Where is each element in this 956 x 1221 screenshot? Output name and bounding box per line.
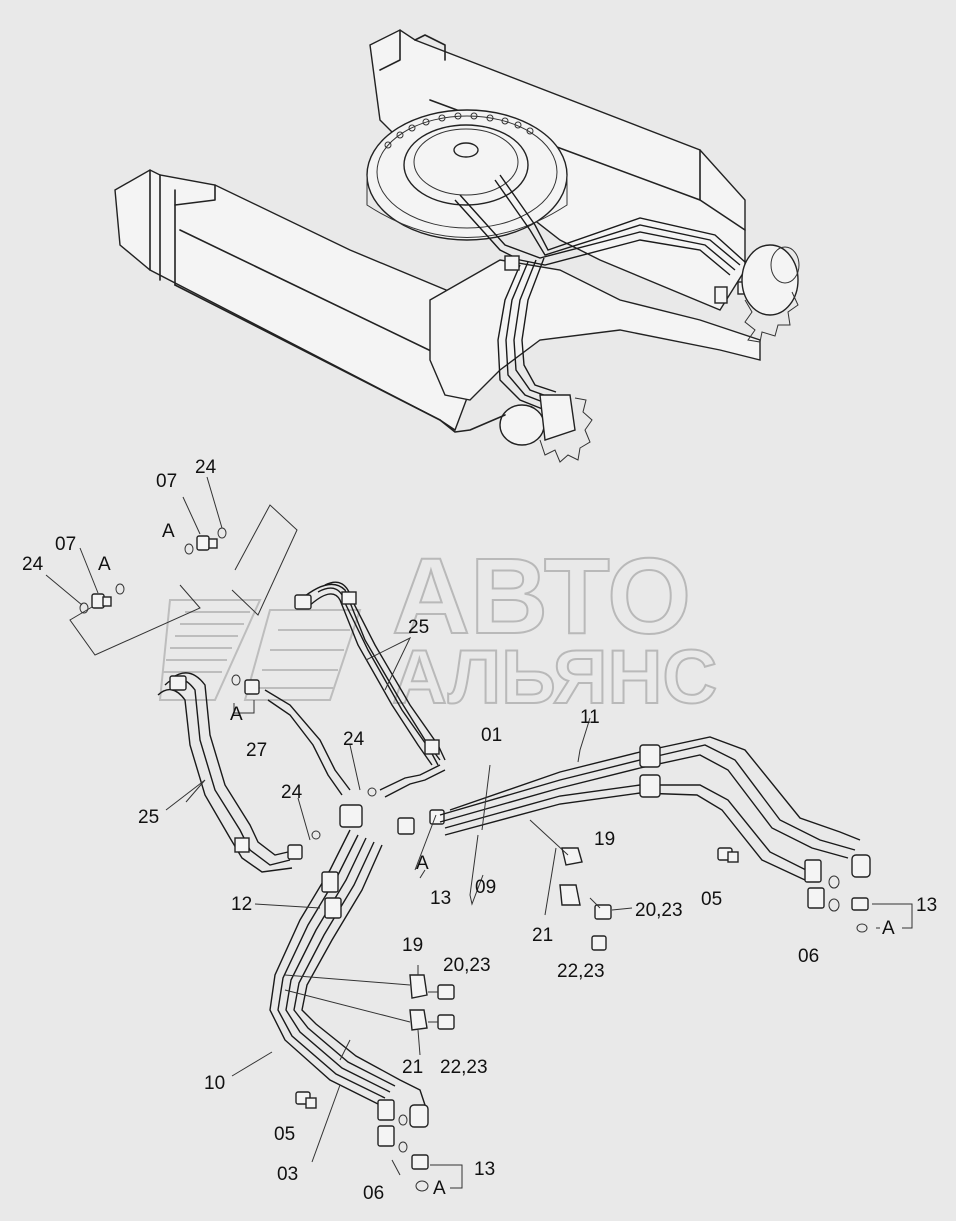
left-motor bbox=[499, 404, 545, 446]
label-01: 01 bbox=[481, 725, 502, 746]
right-motor bbox=[741, 244, 799, 316]
center-manifold bbox=[339, 804, 363, 828]
label-07: 07 bbox=[55, 534, 76, 555]
label-06: 06 bbox=[363, 1183, 384, 1204]
label-21: 21 bbox=[532, 925, 553, 946]
watermark: АВТО АЛЬЯНС bbox=[158, 534, 718, 721]
label-09: 09 bbox=[475, 877, 496, 898]
label-A: A bbox=[230, 704, 243, 725]
label-13: 13 bbox=[430, 888, 451, 909]
label-19: 19 bbox=[594, 829, 615, 850]
piping-assembly bbox=[45, 476, 913, 1192]
label-A: A bbox=[433, 1178, 446, 1199]
label-25: 25 bbox=[138, 807, 159, 828]
fitting-07-upper bbox=[182, 476, 227, 555]
label-21: 21 bbox=[402, 1057, 423, 1078]
label-20-23: 20,23 bbox=[635, 900, 683, 921]
label-24: 24 bbox=[22, 554, 44, 575]
label-05: 05 bbox=[701, 889, 722, 910]
label-24: 24 bbox=[343, 729, 365, 750]
label-19: 19 bbox=[402, 935, 423, 956]
watermark-logo-mark bbox=[158, 599, 362, 701]
label-22-23: 22,23 bbox=[440, 1057, 488, 1078]
label-12: 12 bbox=[231, 894, 252, 915]
label-27: 27 bbox=[246, 740, 267, 761]
label-06: 06 bbox=[798, 946, 819, 967]
fitting-07-left bbox=[45, 547, 125, 614]
label-13: 13 bbox=[474, 1159, 495, 1180]
label-05: 05 bbox=[274, 1124, 295, 1145]
label-25: 25 bbox=[408, 617, 429, 638]
label-10: 10 bbox=[204, 1073, 225, 1094]
watermark-line2: АЛЬЯНС bbox=[392, 635, 717, 720]
label-24: 24 bbox=[195, 457, 217, 478]
label-A: A bbox=[416, 853, 429, 874]
label-24: 24 bbox=[281, 782, 303, 803]
label-20-23: 20,23 bbox=[443, 955, 491, 976]
track-frame-assembly bbox=[114, 29, 800, 463]
label-A: A bbox=[98, 554, 111, 575]
watermark-line1: АВТО bbox=[392, 535, 691, 656]
label-A: A bbox=[882, 918, 895, 939]
label-03: 03 bbox=[277, 1164, 298, 1185]
label-A: A bbox=[162, 521, 175, 542]
callout-labels: 07 24 A 07 A 24 25 A 27 25 24 24 01 11 A… bbox=[22, 457, 937, 1204]
label-13: 13 bbox=[916, 895, 937, 916]
label-22-23: 22,23 bbox=[557, 961, 605, 982]
label-07: 07 bbox=[156, 471, 177, 492]
label-11: 11 bbox=[580, 707, 600, 728]
